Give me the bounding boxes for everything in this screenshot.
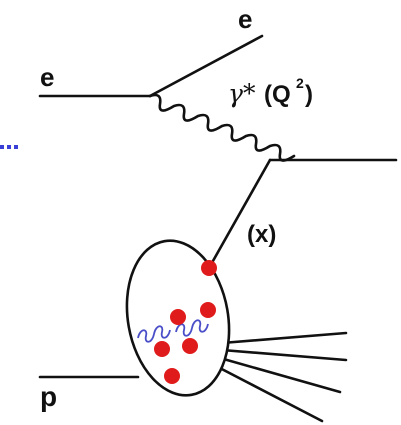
q2-label-exp: 2 <box>296 75 304 91</box>
photon-label: γ* <box>228 79 256 108</box>
gluon-spring-icon <box>137 325 171 343</box>
q2-label-close: ) <box>305 81 313 108</box>
electron-out-label: e <box>238 4 252 34</box>
parton <box>182 338 198 354</box>
partons <box>154 260 217 384</box>
gluon-spring-icon <box>175 319 209 337</box>
struck-quark-line <box>207 158 272 270</box>
virtual-photon-line <box>148 93 296 162</box>
dotted-leader-icon <box>0 145 18 149</box>
proton-label: p <box>40 381 57 412</box>
q2-label-open: (Q <box>264 81 291 108</box>
x-fraction-label: (x) <box>247 221 276 248</box>
parton <box>154 341 170 357</box>
parton <box>164 368 180 384</box>
outgoing-electron-line <box>148 34 264 98</box>
electron-in-label: e <box>40 62 54 92</box>
parton <box>200 302 216 318</box>
proton-remnant-jets <box>212 331 348 423</box>
struck-parton <box>201 260 217 276</box>
parton <box>170 309 186 325</box>
